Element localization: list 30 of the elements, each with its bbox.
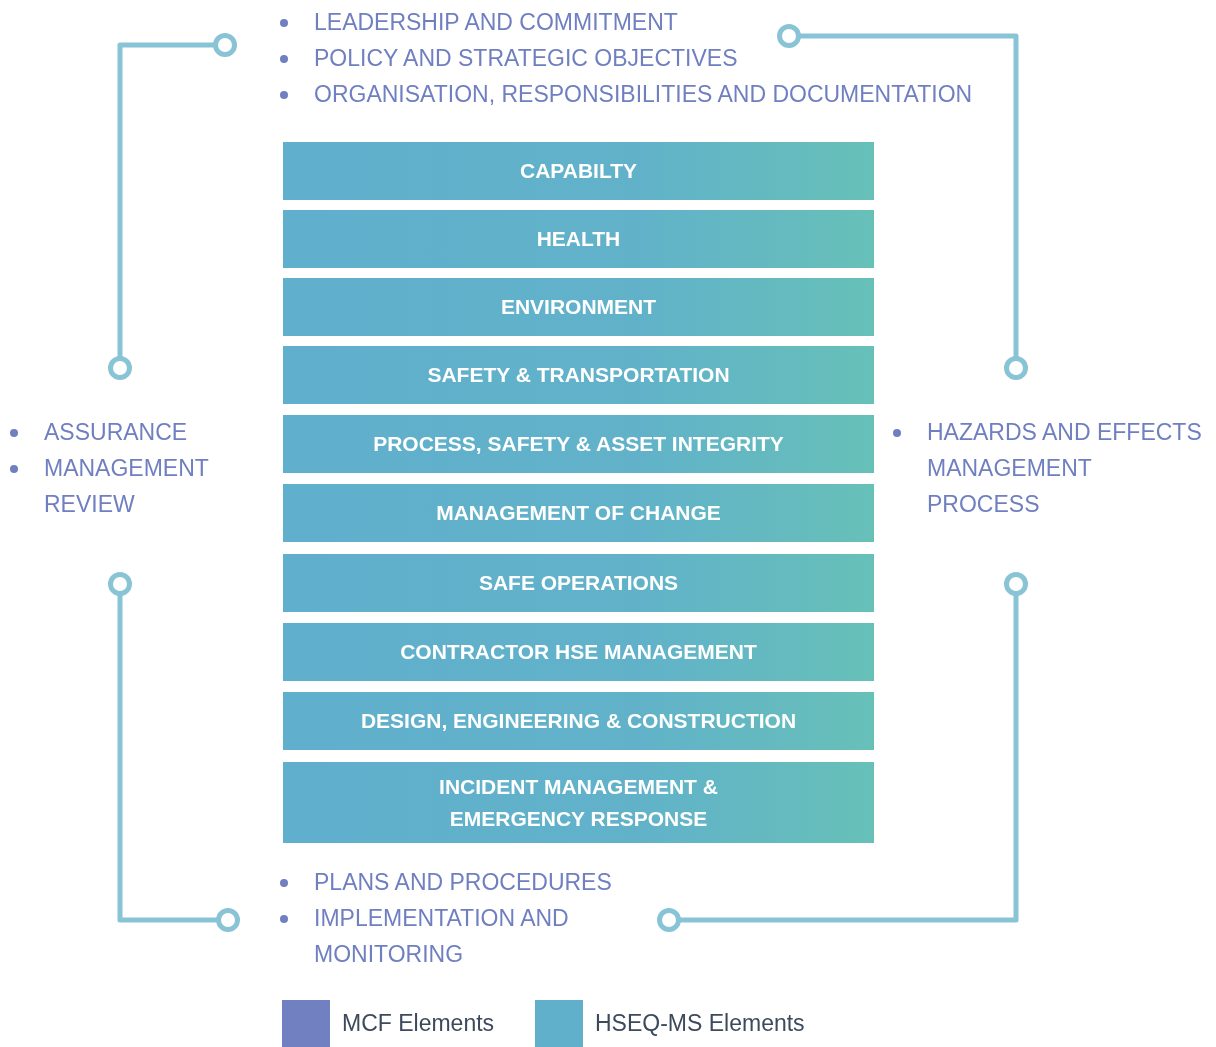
bar-label: CAPABILTY: [519, 158, 638, 184]
bar-label: ENVIRONMENT: [500, 294, 657, 320]
bar-label: MANAGEMENT OF CHANGE: [436, 500, 721, 526]
element-bar: [283, 762, 874, 843]
list-item: ORGANISATION, RESPONSIBILITIES AND DOCUMENTATION: [278, 76, 1038, 112]
element-bar: [283, 554, 874, 612]
bar-label: INCIDENT MANAGEMENT & EMERGENCY RESPONSE: [438, 773, 719, 832]
list-item: POLICY AND STRATEGIC OBJECTIVES: [278, 40, 1038, 76]
list-item: IMPLEMENTATION AND MONITORING: [278, 900, 638, 972]
bar-label: SAFETY & TRANSPORTATION: [427, 362, 730, 388]
element-bar: [283, 623, 874, 681]
list-item: LEADERSHIP AND COMMITMENT: [278, 4, 1038, 40]
list-item: PLANS AND PROCEDURES: [278, 864, 638, 900]
element-bar: [283, 142, 874, 200]
bar-label: PROCESS, SAFETY & ASSET INTEGRITY: [373, 431, 784, 457]
bar-label: DESIGN, ENGINEERING & CONSTRUCTION: [360, 708, 797, 734]
legend-label: HSEQ-MS Elements: [595, 1010, 805, 1037]
element-bar: [283, 484, 874, 542]
legend-label: MCF Elements: [342, 1010, 495, 1037]
element-bar: [283, 346, 874, 404]
list-item: MANAGEMENT REVIEW: [8, 450, 268, 522]
list-item: ASSURANCE: [8, 414, 268, 450]
bar-label: HEALTH: [536, 226, 621, 252]
element-bar: [283, 278, 874, 336]
bar-label: SAFE OPERATIONS: [478, 570, 679, 596]
list-item: HAZARDS AND EFFECTS MANAGEMENT PROCESS: [891, 414, 1209, 522]
element-bar: [283, 415, 874, 473]
element-bar: [283, 210, 874, 268]
bar-label: CONTRACTOR HSE MANAGEMENT: [400, 639, 757, 665]
element-bar: [283, 692, 874, 750]
